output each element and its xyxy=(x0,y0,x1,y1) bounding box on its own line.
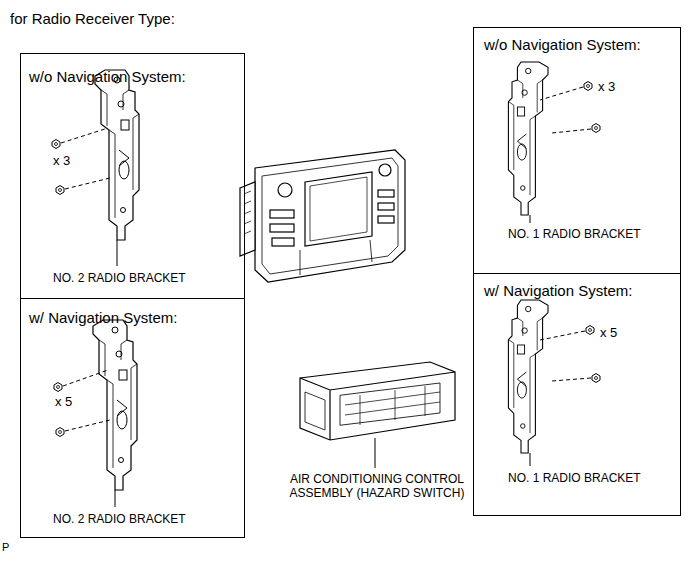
ac-control-assembly xyxy=(300,362,455,440)
leader-line xyxy=(117,240,118,266)
radio-bracket xyxy=(93,320,137,490)
figure-code: P xyxy=(2,541,22,554)
part-name: NO. 1 RADIO BRACKET xyxy=(508,228,641,242)
leader-line xyxy=(530,215,531,223)
option-panel: w/ Navigation System: x 5 NO. 2 RADIO BRAC… xyxy=(20,298,245,538)
leader-line xyxy=(375,438,376,468)
part-name: AIR CONDITIONING CONTROL ASSEMBLY (HAZAR… xyxy=(262,472,492,501)
panel-heading: w/o Navigation System: xyxy=(29,68,186,85)
title: for Radio Receiver Type: xyxy=(10,10,175,28)
option-panel: w/o Navigation System: x 3 NO. 1 RADIO BRA… xyxy=(473,27,681,274)
center-console-panel xyxy=(240,150,405,282)
part-name: NO. 2 RADIO BRACKET xyxy=(53,272,186,286)
panel-heading: w/ Navigation System: xyxy=(29,309,177,326)
panel-heading: w/ Navigation System: xyxy=(484,282,632,299)
quantity-callout: x 3 xyxy=(598,80,615,95)
radio-bracket xyxy=(508,300,548,453)
radio-bracket xyxy=(95,70,139,240)
quantity-callout: x 5 xyxy=(600,326,617,341)
quantity-callout: x 5 xyxy=(55,395,72,410)
part-name: NO. 1 RADIO BRACKET xyxy=(508,472,641,486)
leader-line xyxy=(530,453,531,466)
option-panel: w/o Navigation System: x 3 NO. 2 RADIO BRA… xyxy=(20,53,245,299)
quantity-callout: x 3 xyxy=(53,154,70,169)
part-name: NO. 2 RADIO BRACKET xyxy=(53,513,186,527)
panel-heading: w/o Navigation System: xyxy=(484,36,641,53)
radio-bracket xyxy=(508,62,548,215)
leader-line xyxy=(115,490,116,507)
option-panel: w/ Navigation System: x 5 NO. 1 RADIO BRAC… xyxy=(473,273,681,516)
